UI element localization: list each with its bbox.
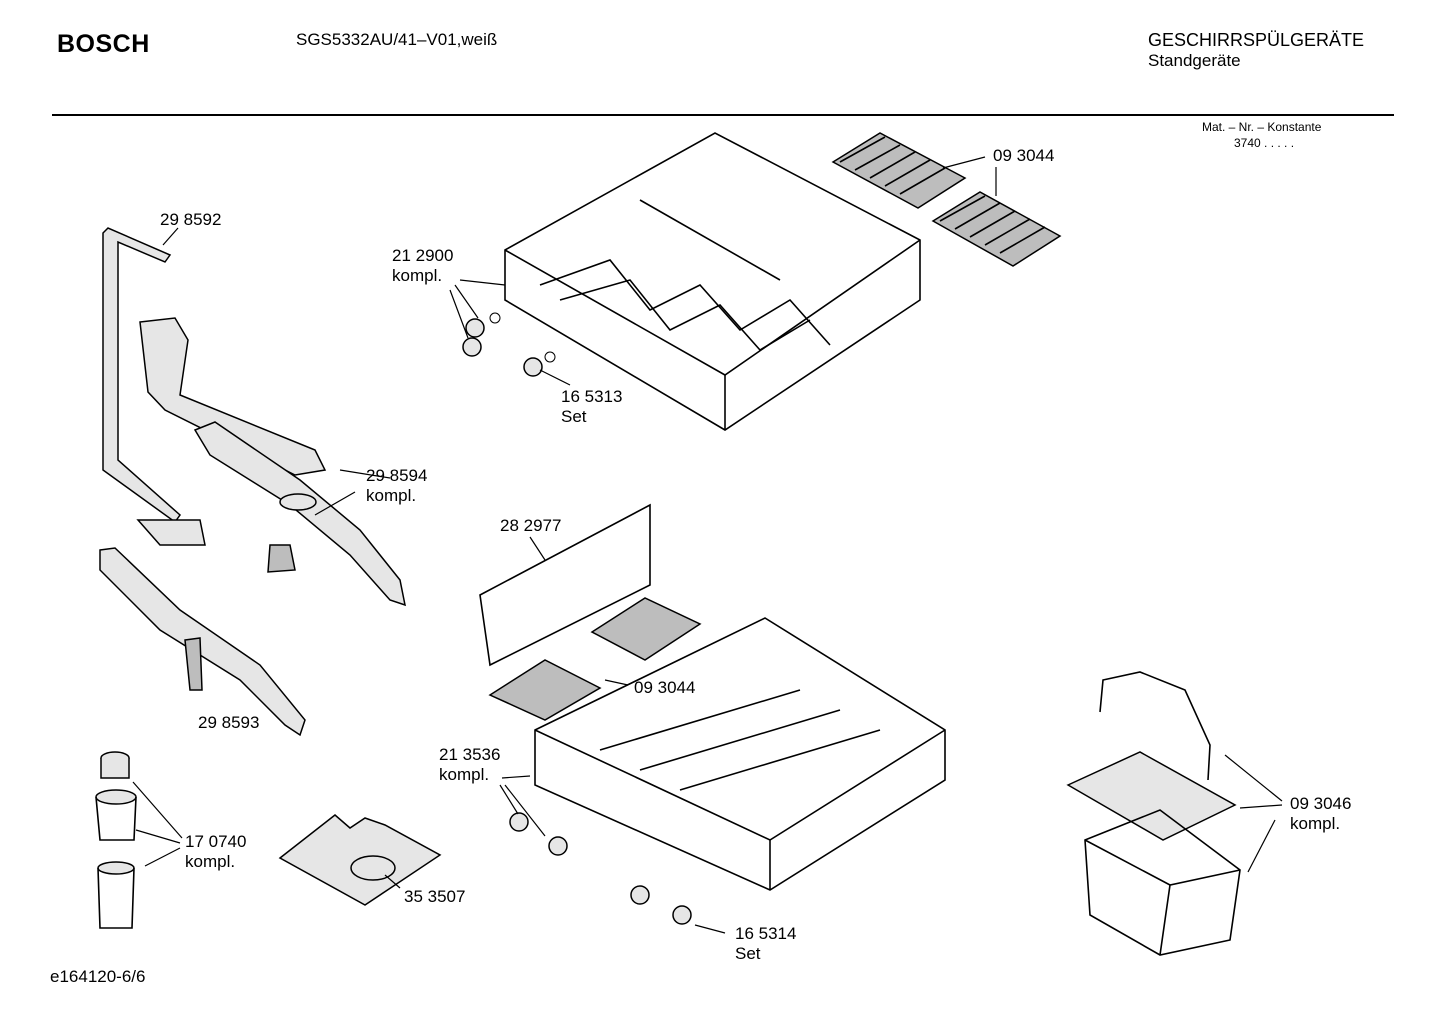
lower-rollers-drawing	[509, 812, 692, 925]
category-subtitle: Standgeräte	[1148, 51, 1241, 70]
part-label-353507: 35 3507	[404, 887, 466, 906]
material-number-label: Mat. – Nr. – Konstante	[1202, 120, 1322, 134]
category-title: GESCHIRRSPÜLGERÄTE	[1148, 30, 1365, 50]
part-label-298593: 29 8593	[198, 713, 260, 732]
upper-cup-racks-drawing	[831, 132, 1062, 267]
upper-rollers-drawing	[462, 312, 556, 377]
supply-tube-drawing	[102, 227, 327, 546]
header-divider	[52, 114, 1394, 116]
floor-plate-drawing	[278, 814, 442, 906]
grid-insert-drawing	[479, 503, 651, 667]
brand-logo: BOSCH	[57, 30, 150, 58]
lower-spray-arm-drawing	[99, 547, 306, 737]
material-number-value: 3740 . . . . .	[1234, 136, 1295, 150]
cutlery-basket-drawing	[1066, 671, 1241, 956]
filter-set-drawing	[95, 751, 137, 929]
upper-spray-arm-drawing	[193, 421, 406, 607]
model-number: SGS5332AU/41–V01,weiß	[296, 30, 498, 49]
lower-basket-drawing	[534, 617, 946, 891]
leader-lines	[132, 156, 1283, 934]
part-label-298592: 29 8592	[160, 210, 222, 229]
part-label-093044-lower: 09 3044	[634, 678, 696, 697]
part-label-282977: 28 2977	[500, 516, 562, 535]
upper-basket-drawing	[504, 132, 921, 431]
part-label-093044-upper: 09 3044	[993, 146, 1055, 165]
lower-cup-racks-drawing	[488, 597, 702, 721]
drawing-code: e164120-6/6	[50, 967, 146, 986]
